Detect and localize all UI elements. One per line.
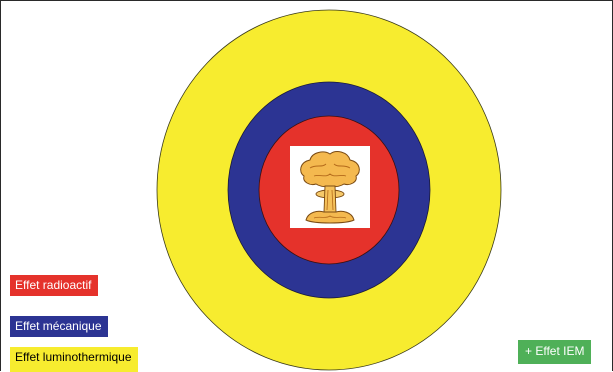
legend-mecanique: Effet mécanique xyxy=(10,316,108,337)
legend-radioactif: Effet radioactif xyxy=(10,275,98,296)
legend-iem-button[interactable]: + Effet IEM xyxy=(518,340,591,364)
legend-luminothermique: Effet luminothermique xyxy=(10,347,138,372)
mushroom-cloud-icon xyxy=(290,146,370,228)
